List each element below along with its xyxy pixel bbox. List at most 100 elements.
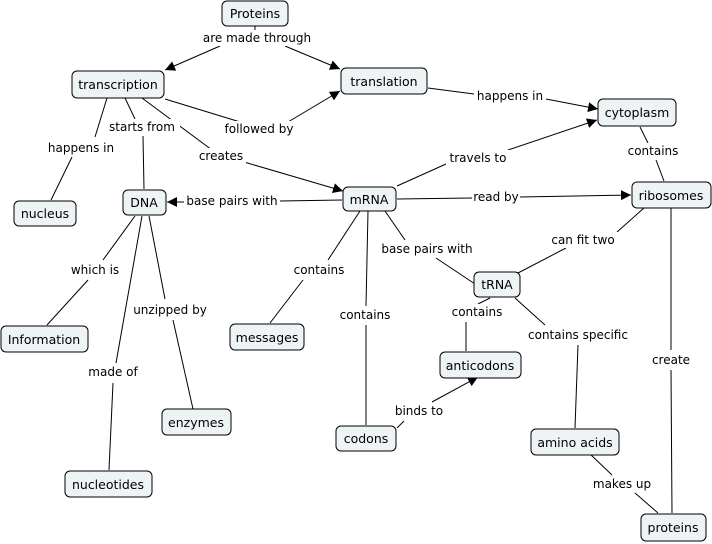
edge-dna-made-of — [115, 215, 143, 364]
svg-text:binds to: binds to — [395, 404, 443, 418]
edge-base-pairs-trna — [435, 257, 479, 287]
edge-transcription-happens-in — [94, 97, 108, 138]
lbl-read-by: read by — [472, 189, 520, 205]
edge-cytoplasm-contains — [639, 126, 649, 144]
concept-mrna[interactable]: mRNA — [342, 186, 397, 212]
edge-dna-which-is — [102, 215, 136, 261]
edge-mrna-contains-1 — [327, 210, 361, 261]
svg-text:contains: contains — [628, 144, 679, 158]
concept-amino-acids[interactable]: amino acids — [530, 428, 620, 456]
edge-junction-translation — [284, 45, 341, 70]
svg-text:ribosomes: ribosomes — [639, 188, 704, 203]
concept-ribosomes[interactable]: ribosomes — [631, 181, 712, 209]
svg-text:proteins: proteins — [648, 520, 699, 535]
concept-information[interactable]: Information — [0, 325, 89, 353]
concept-nucleotides[interactable]: nucleotides — [64, 470, 153, 498]
lbl-happens-in-1: happens in — [44, 140, 118, 156]
lbl-creates: creates — [196, 148, 246, 164]
svg-text:followed by: followed by — [225, 122, 294, 136]
edge-trna-contains — [477, 297, 491, 305]
svg-text:anticodons: anticodons — [446, 358, 515, 373]
lbl-contains-specific: contains specific — [525, 327, 631, 343]
svg-text:contains: contains — [340, 308, 391, 322]
edge-unzipped-by-enzymes — [172, 319, 194, 410]
concept-proteins-top[interactable]: Proteins — [221, 0, 289, 27]
edge-travels-to-cytoplasm — [507, 118, 598, 151]
edge-trna-contains-specific — [514, 297, 546, 326]
svg-text:can fit two: can fit two — [551, 233, 614, 247]
lbl-binds-to: binds to — [392, 403, 446, 419]
svg-text:happens in: happens in — [48, 141, 114, 155]
edge-contains-ribosomes — [655, 159, 665, 182]
concept-nucleus[interactable]: nucleus — [13, 200, 77, 227]
lbl-contains-4: contains — [448, 304, 506, 320]
svg-text:are made through: are made through — [203, 31, 311, 45]
svg-text:mRNA: mRNA — [350, 192, 389, 207]
lbl-contains-2: contains — [290, 262, 348, 278]
concept-messages[interactable]: messages — [229, 323, 305, 351]
svg-text:DNA: DNA — [130, 195, 158, 210]
concept-transcription[interactable]: transcription — [71, 70, 165, 99]
lbl-base-pairs-with-1: base pairs with — [184, 193, 280, 209]
svg-text:tRNA: tRNA — [481, 277, 513, 292]
edge-junction-transcription — [164, 45, 221, 71]
edge-transcription-followed-by — [164, 98, 251, 126]
svg-text:contains: contains — [294, 263, 345, 277]
connector-lines — [46, 26, 673, 514]
edge-binds-to-anticodons — [431, 376, 479, 403]
svg-text:made of: made of — [88, 365, 138, 379]
lbl-contains-3: contains — [336, 307, 394, 323]
edge-dna-unzipped-by — [148, 215, 166, 300]
lbl-makes-up: makes up — [589, 476, 655, 492]
svg-text:cytoplasm: cytoplasm — [605, 105, 670, 120]
lbl-create: create — [648, 352, 694, 368]
lbl-which-is: which is — [68, 262, 122, 278]
svg-text:makes up: makes up — [593, 477, 651, 491]
edge-mrna-contains-2 — [365, 210, 369, 307]
concept-dna[interactable]: DNA — [122, 189, 167, 216]
edge-read-by-ribosomes — [519, 190, 632, 201]
svg-text:codons: codons — [344, 431, 389, 446]
lbl-happens-in-2: happens in — [474, 88, 546, 104]
concept-enzymes[interactable]: enzymes — [161, 408, 232, 436]
svg-text:contains specific: contains specific — [528, 328, 628, 342]
edge-translation-happens-in — [427, 87, 475, 95]
svg-text:read by: read by — [473, 190, 519, 204]
lbl-followed-by: followed by — [222, 121, 296, 137]
edge-happens-in-cytoplasm — [545, 98, 599, 113]
lbl-are-made-through: are made through — [197, 30, 317, 46]
concept-proteins-bottom[interactable]: proteins — [640, 513, 707, 542]
edge-can-fit-trna — [517, 247, 567, 274]
lbl-contains-1: contains — [624, 143, 682, 159]
edge-contains-specific-amino-acids — [574, 344, 579, 429]
svg-text:which is: which is — [71, 263, 119, 277]
concept-codons[interactable]: codons — [335, 425, 397, 452]
edge-codons-binds-to — [396, 420, 405, 429]
lbl-unzipped-by: unzipped by — [132, 302, 208, 318]
concept-cytoplasm[interactable]: cytoplasm — [597, 98, 677, 127]
svg-text:messages: messages — [236, 330, 299, 345]
svg-text:transcription: transcription — [78, 77, 158, 92]
svg-text:happens in: happens in — [477, 89, 543, 103]
concept-trna[interactable]: tRNA — [473, 271, 521, 298]
svg-text:Proteins: Proteins — [230, 6, 280, 21]
edge-mrna-base-pairs-2 — [384, 210, 406, 241]
edge-starts-from-dna — [142, 135, 145, 190]
svg-text:base pairs with: base pairs with — [186, 194, 277, 208]
svg-text:enzymes: enzymes — [168, 415, 224, 430]
lbl-base-pairs-with-2: base pairs with — [380, 241, 474, 257]
svg-text:translation: translation — [350, 74, 417, 89]
svg-text:travels to: travels to — [450, 151, 507, 165]
concept-translation[interactable]: translation — [340, 67, 428, 95]
svg-text:unzipped by: unzipped by — [133, 303, 207, 317]
lbl-travels-to: travels to — [446, 150, 510, 166]
edge-mrna-read-by — [396, 197, 473, 200]
svg-text:amino acids: amino acids — [537, 435, 612, 450]
concept-anticodons[interactable]: anticodons — [439, 351, 522, 379]
edge-mrna-travels-to — [396, 163, 447, 187]
edge-contains-messages — [269, 279, 304, 324]
edge-makes-up-proteins — [634, 492, 659, 514]
edge-ribosomes-can-fit — [616, 207, 645, 233]
edge-creates-mrna — [243, 161, 344, 193]
